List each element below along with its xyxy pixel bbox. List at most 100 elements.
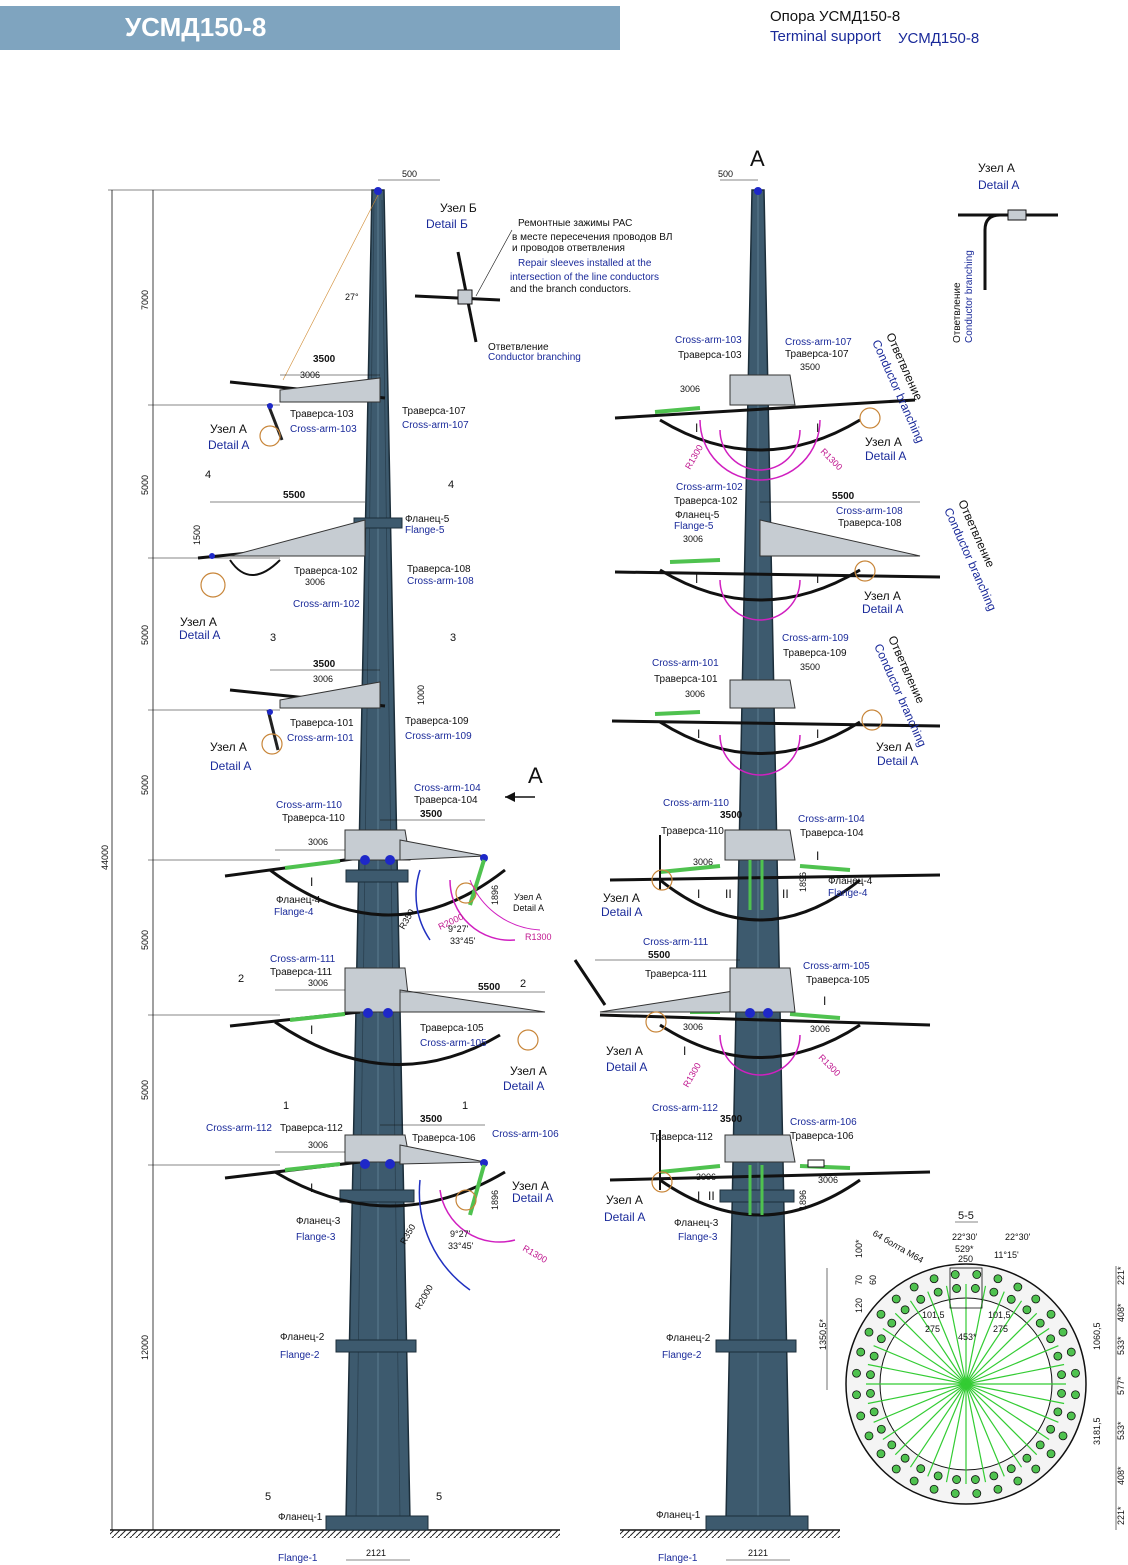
svg-text:Cross-arm-105: Cross-arm-105 xyxy=(803,961,870,972)
bolt-icon xyxy=(856,1347,866,1357)
header-ru: Опора УСМД150-8 xyxy=(770,8,901,25)
svg-text:R1300: R1300 xyxy=(683,443,705,471)
bolt-icon xyxy=(856,1411,866,1421)
svg-text:1896: 1896 xyxy=(798,872,808,892)
bolt-icon xyxy=(1035,1318,1045,1328)
svg-text:Cross-arm-109: Cross-arm-109 xyxy=(405,731,472,742)
radial-line xyxy=(945,1383,967,1483)
svg-text:Траверса-109: Траверса-109 xyxy=(405,716,469,727)
svg-text:Detail A: Detail A xyxy=(601,905,642,919)
svg-text:I: I xyxy=(823,994,826,1008)
crossarm-110-104-left: 3500 3006 1896 R1300 R2000 R350 9°27' 33… xyxy=(224,809,552,946)
svg-text:3006: 3006 xyxy=(308,978,328,988)
bolt-icon xyxy=(1057,1370,1066,1379)
svg-text:R350: R350 xyxy=(397,907,416,931)
svg-text:Фланец-1: Фланец-1 xyxy=(656,1510,701,1521)
svg-text:I: I xyxy=(816,849,819,863)
svg-text:Траверса-107: Траверса-107 xyxy=(402,406,466,417)
svg-text:533*: 533* xyxy=(1116,1421,1126,1440)
dim-5000-e: 5000 xyxy=(140,1080,150,1100)
bolt-icon xyxy=(869,1407,879,1417)
svg-text:I: I xyxy=(695,572,698,586)
crossarm-row-3-right: 3006 3500 I I xyxy=(611,662,941,776)
svg-text:9°27': 9°27' xyxy=(450,1229,471,1239)
svg-text:3500: 3500 xyxy=(720,810,743,821)
svg-text:275: 275 xyxy=(925,1324,940,1334)
svg-text:500: 500 xyxy=(718,169,733,179)
svg-text:577*: 577* xyxy=(1116,1376,1126,1395)
bolt-icon xyxy=(876,1449,886,1459)
bolt-icon xyxy=(1022,1453,1032,1463)
radial-line xyxy=(965,1300,1023,1385)
header-en-code: УСМД150-8 xyxy=(898,30,980,47)
svg-text:22°30': 22°30' xyxy=(952,1232,978,1242)
svg-text:Flange-3: Flange-3 xyxy=(678,1232,718,1243)
svg-text:3006: 3006 xyxy=(308,1140,328,1150)
svg-text:5500: 5500 xyxy=(832,491,855,502)
svg-text:Cross-arm-102: Cross-arm-102 xyxy=(293,599,360,610)
svg-text:Траверса-102: Траверса-102 xyxy=(294,566,358,577)
dim-total: 44000 xyxy=(100,845,110,870)
svg-text:R1300: R1300 xyxy=(817,1052,843,1078)
svg-text:II: II xyxy=(725,887,732,901)
crossarm-102-108-left: 5500 3006 1500 xyxy=(192,490,366,598)
svg-text:3006: 3006 xyxy=(683,1022,703,1032)
crossarm-103-107-left: 3500 3006 xyxy=(229,354,386,447)
svg-text:Detail A: Detail A xyxy=(179,628,220,642)
svg-text:Узел Б: Узел Б xyxy=(440,201,477,215)
bolt-icon xyxy=(891,1294,901,1304)
svg-text:Траверса-103: Траверса-103 xyxy=(678,350,742,361)
svg-text:II: II xyxy=(708,1189,715,1203)
svg-text:3006: 3006 xyxy=(818,1175,838,1185)
svg-text:и проводов ответвления: и проводов ответвления xyxy=(512,243,625,254)
svg-text:Узел А: Узел А xyxy=(603,891,640,905)
svg-text:Flange-3: Flange-3 xyxy=(296,1232,336,1243)
svg-text:Траверса-105: Траверса-105 xyxy=(806,975,870,986)
svg-text:1500: 1500 xyxy=(192,525,202,545)
svg-text:I: I xyxy=(310,875,313,889)
dim-5000-b: 5000 xyxy=(140,625,150,645)
svg-text:5500: 5500 xyxy=(478,982,501,993)
svg-text:Cross-arm-105: Cross-arm-105 xyxy=(420,1038,487,1049)
svg-text:Фланец-5: Фланец-5 xyxy=(405,514,450,525)
svg-text:Траверса-102: Траверса-102 xyxy=(674,496,738,507)
bolt-icon xyxy=(1013,1476,1023,1486)
svg-text:Траверса-106: Траверса-106 xyxy=(790,1131,854,1142)
bolt-icon xyxy=(1057,1389,1066,1398)
radial-line xyxy=(965,1345,1059,1385)
detail-b-inset xyxy=(414,229,513,343)
bolt-icon xyxy=(952,1284,961,1293)
radial-line xyxy=(894,1312,967,1385)
svg-text:I: I xyxy=(310,1181,313,1195)
svg-text:Узел А: Узел А xyxy=(864,589,901,603)
svg-text:70: 70 xyxy=(854,1275,864,1285)
bolt-icon xyxy=(929,1274,939,1284)
bolt-icon xyxy=(1066,1411,1076,1421)
radial-line xyxy=(965,1327,1050,1385)
svg-text:Траверса-101: Траверса-101 xyxy=(654,674,718,685)
svg-text:II: II xyxy=(782,887,789,901)
svg-text:Detail A: Detail A xyxy=(862,602,903,616)
radial-line xyxy=(965,1383,987,1483)
svg-text:Траверса-105: Траверса-105 xyxy=(420,1023,484,1034)
svg-text:Cross-arm-101: Cross-arm-101 xyxy=(652,658,719,669)
bolt-icon xyxy=(950,1489,960,1498)
svg-text:Cross-arm-110: Cross-arm-110 xyxy=(276,800,342,811)
svg-text:101,5: 101,5 xyxy=(922,1310,945,1320)
bolt-icon xyxy=(869,1351,879,1361)
svg-text:Cross-arm-103: Cross-arm-103 xyxy=(290,424,357,435)
svg-text:5: 5 xyxy=(436,1491,442,1503)
bolt-icon xyxy=(971,1284,980,1293)
svg-text:Траверса-107: Траверса-107 xyxy=(785,349,849,360)
svg-text:60: 60 xyxy=(868,1275,878,1285)
radial-line xyxy=(965,1383,1038,1456)
bolt-icon xyxy=(1006,1464,1016,1474)
bolt-icon xyxy=(1046,1424,1056,1434)
svg-text:3006: 3006 xyxy=(300,370,320,380)
svg-text:1896: 1896 xyxy=(798,1190,808,1210)
svg-text:3500: 3500 xyxy=(313,659,336,670)
crossarm-row-5-right: 5500 3006 3006 I I R1300 R1300 xyxy=(573,950,931,1089)
bolt-icon xyxy=(1058,1327,1068,1337)
svg-text:5500: 5500 xyxy=(283,490,306,501)
svg-text:3500: 3500 xyxy=(420,1114,443,1125)
